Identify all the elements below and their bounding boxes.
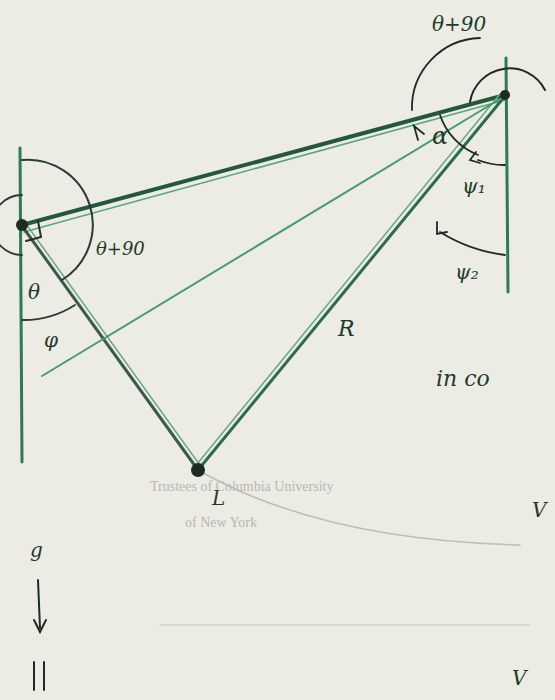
angle-label: R bbox=[338, 318, 355, 340]
show-through-text: of New York bbox=[185, 516, 257, 530]
angle-label: φ bbox=[44, 330, 58, 350]
angle-label: V bbox=[532, 500, 546, 520]
angle-label: ψ₁ bbox=[462, 176, 486, 196]
angle-label: in co bbox=[436, 368, 490, 390]
angle-label: θ+90 bbox=[96, 240, 145, 258]
angle-label: θ+90 bbox=[432, 14, 486, 34]
angle-label: V bbox=[512, 668, 526, 688]
show-through-text: Trustees of Columbia University bbox=[150, 480, 333, 494]
angle-label: ψ₂ bbox=[455, 262, 479, 282]
angle-label: θ bbox=[28, 282, 40, 302]
angle-label: α bbox=[432, 124, 448, 148]
angle-label: g bbox=[30, 540, 43, 560]
